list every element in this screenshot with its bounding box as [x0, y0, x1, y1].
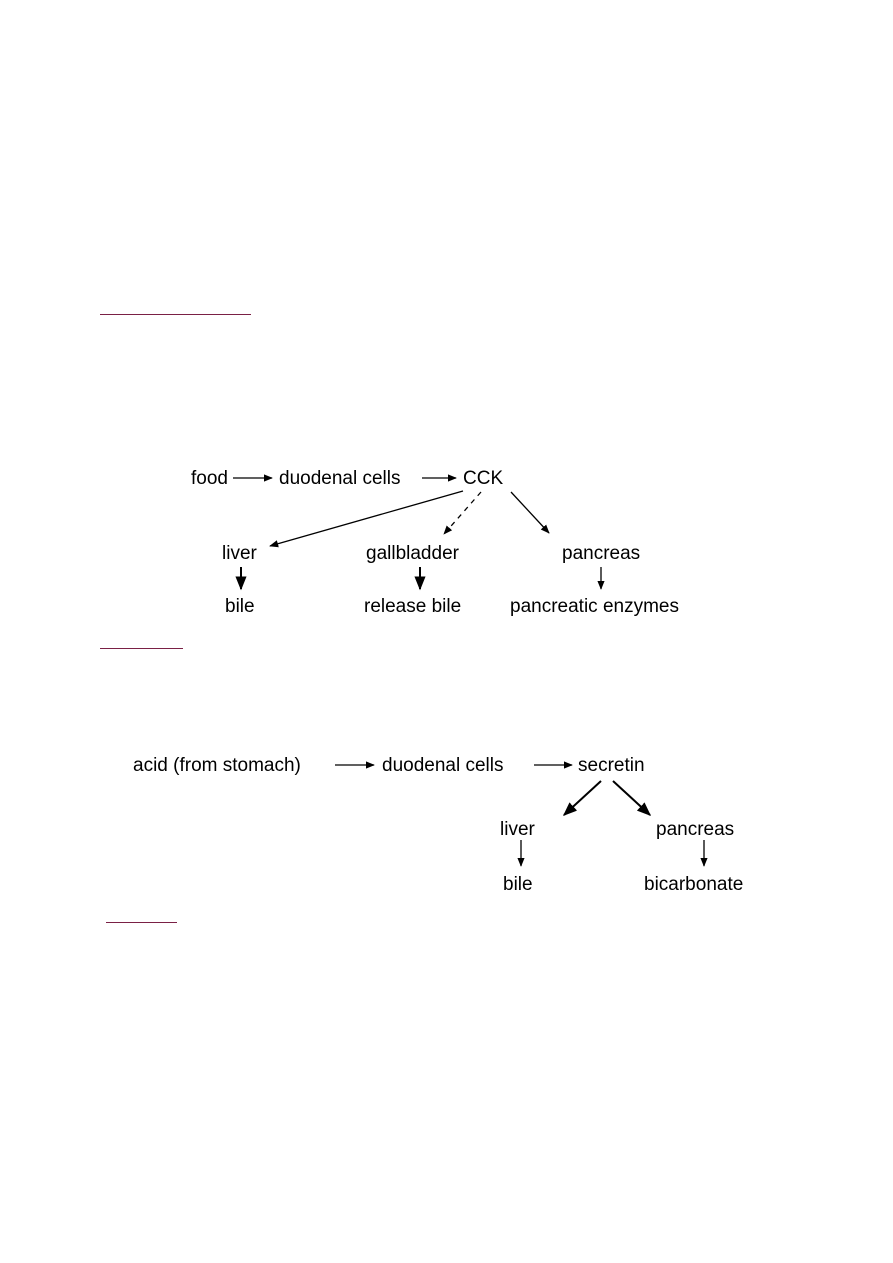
node-duodenal-cells-2: duodenal cells	[382, 755, 503, 776]
node-bicarbonate: bicarbonate	[644, 874, 743, 895]
node-secretin: secretin	[578, 755, 645, 776]
arrow-secretin-to-liver	[562, 780, 602, 816]
cck-diagram: food duodenal cells CCK liver gallbladde…	[191, 468, 679, 617]
arrow-cck-to-liver	[269, 490, 464, 548]
node-bile: bile	[225, 596, 255, 617]
node-liver: liver	[222, 543, 258, 564]
link-underline-1[interactable]	[100, 314, 251, 315]
node-pancreas-2: pancreas	[656, 819, 734, 840]
secretin-diagram: acid (from stomach) duodenal cells secre…	[133, 755, 743, 895]
node-pancreatic-enzymes: pancreatic enzymes	[510, 596, 679, 617]
node-cck: CCK	[463, 468, 503, 489]
link-underline-3[interactable]	[106, 922, 177, 923]
node-bile-2: bile	[503, 874, 533, 895]
arrow-cck-to-pancreas	[510, 491, 550, 534]
arrow-secretin-to-pancreas	[612, 780, 652, 816]
node-pancreas: pancreas	[562, 543, 640, 564]
link-underline-2[interactable]	[100, 648, 183, 649]
node-gallbladder: gallbladder	[366, 543, 460, 564]
node-release-bile: release bile	[364, 596, 461, 617]
node-acid: acid (from stomach)	[133, 755, 301, 776]
node-food: food	[191, 468, 228, 489]
node-duodenal-cells: duodenal cells	[279, 468, 400, 489]
arrow-cck-to-gallbladder	[443, 491, 482, 535]
node-liver-2: liver	[500, 819, 536, 840]
